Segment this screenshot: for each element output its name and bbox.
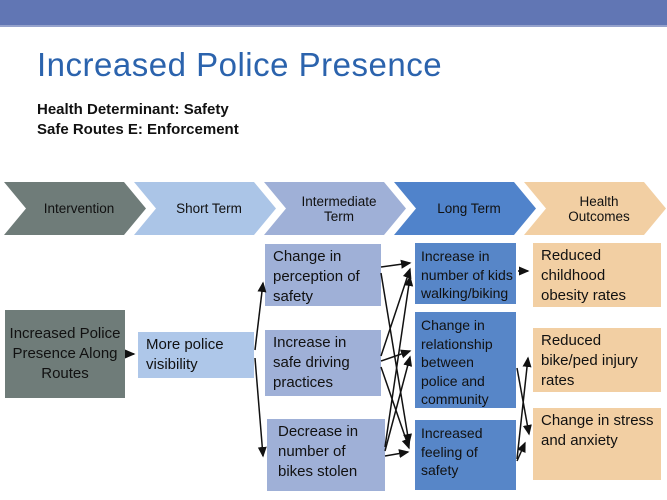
arrow-safedriving-to-community (380, 349, 412, 362)
arrow-bikes-to-feeling (384, 449, 410, 458)
box-increased-police-presence: Increased Police Presence Along Routes (5, 310, 125, 398)
stage-label-long-term: Long Term (437, 201, 501, 216)
stage-chevron-long-term: Long Term (394, 182, 536, 235)
arrow-bikes-to-community (384, 355, 413, 452)
stage-label-outcomes: Health Outcomes (568, 193, 630, 224)
arrow-feeling-to-bikeped (516, 356, 532, 460)
box-increased-feeling-of-safety: Increased feeling of safety (415, 420, 516, 490)
arrow-safedriving-to-feeling (380, 366, 411, 450)
stage-chevron-intervention: Intervention (4, 182, 146, 235)
arrow-feeling-to-stress (516, 441, 526, 462)
arrow-visibility-to-perception (254, 281, 267, 351)
arrow-visibility-to-bikes-stolen (254, 357, 267, 458)
box-safe-driving-practices: Increase in safe driving practices (265, 330, 381, 396)
box-reduced-childhood-obesity: Reduced childhood obesity rates (533, 243, 661, 307)
box-change-in-perception-of-safety: Change in perception of safety (265, 244, 381, 306)
stage-label-short-term: Short Term (176, 201, 242, 216)
box-change-in-stress-anxiety: Change in stress and anxiety (533, 408, 661, 480)
box-police-community-relationship: Change in relationship between police an… (415, 312, 516, 408)
arrow-safedriving-to-kids (380, 267, 412, 357)
slide-title: Increased Police Presence (37, 46, 443, 83)
stage-label-intervention: Intervention (43, 201, 115, 216)
subtitle-safe-routes: Safe Routes E: Enforcement (37, 121, 239, 138)
arrow-bikes-to-kids (384, 275, 414, 448)
stage-chevron-outcomes: Health Outcomes (524, 182, 666, 235)
box-reduced-bike-ped-injury: Reduced bike/ped injury rates (533, 328, 661, 392)
arrow-perception-to-feeling (380, 272, 412, 445)
stage-label-intermediate: Intermediate Term (301, 193, 377, 224)
subtitle-health-determinant: Health Determinant: Safety (37, 101, 229, 118)
box-more-police-visibility: More police visibility (138, 332, 254, 378)
arrow-perception-to-kids (380, 259, 412, 269)
slide-header-bar (0, 0, 667, 27)
stage-chevron-short-term: Short Term (134, 182, 276, 235)
stage-chevron-intermediate: Intermediate Term (264, 182, 406, 235)
slide-subtitle: Health Determinant: Safety Safe Routes E… (37, 100, 239, 140)
box-decrease-in-bikes-stolen: Decrease in number of bikes stolen (267, 419, 385, 491)
arrow-community-to-stress (516, 367, 532, 436)
box-kids-walking-biking: Increase in number of kids walking/bikin… (415, 243, 516, 304)
